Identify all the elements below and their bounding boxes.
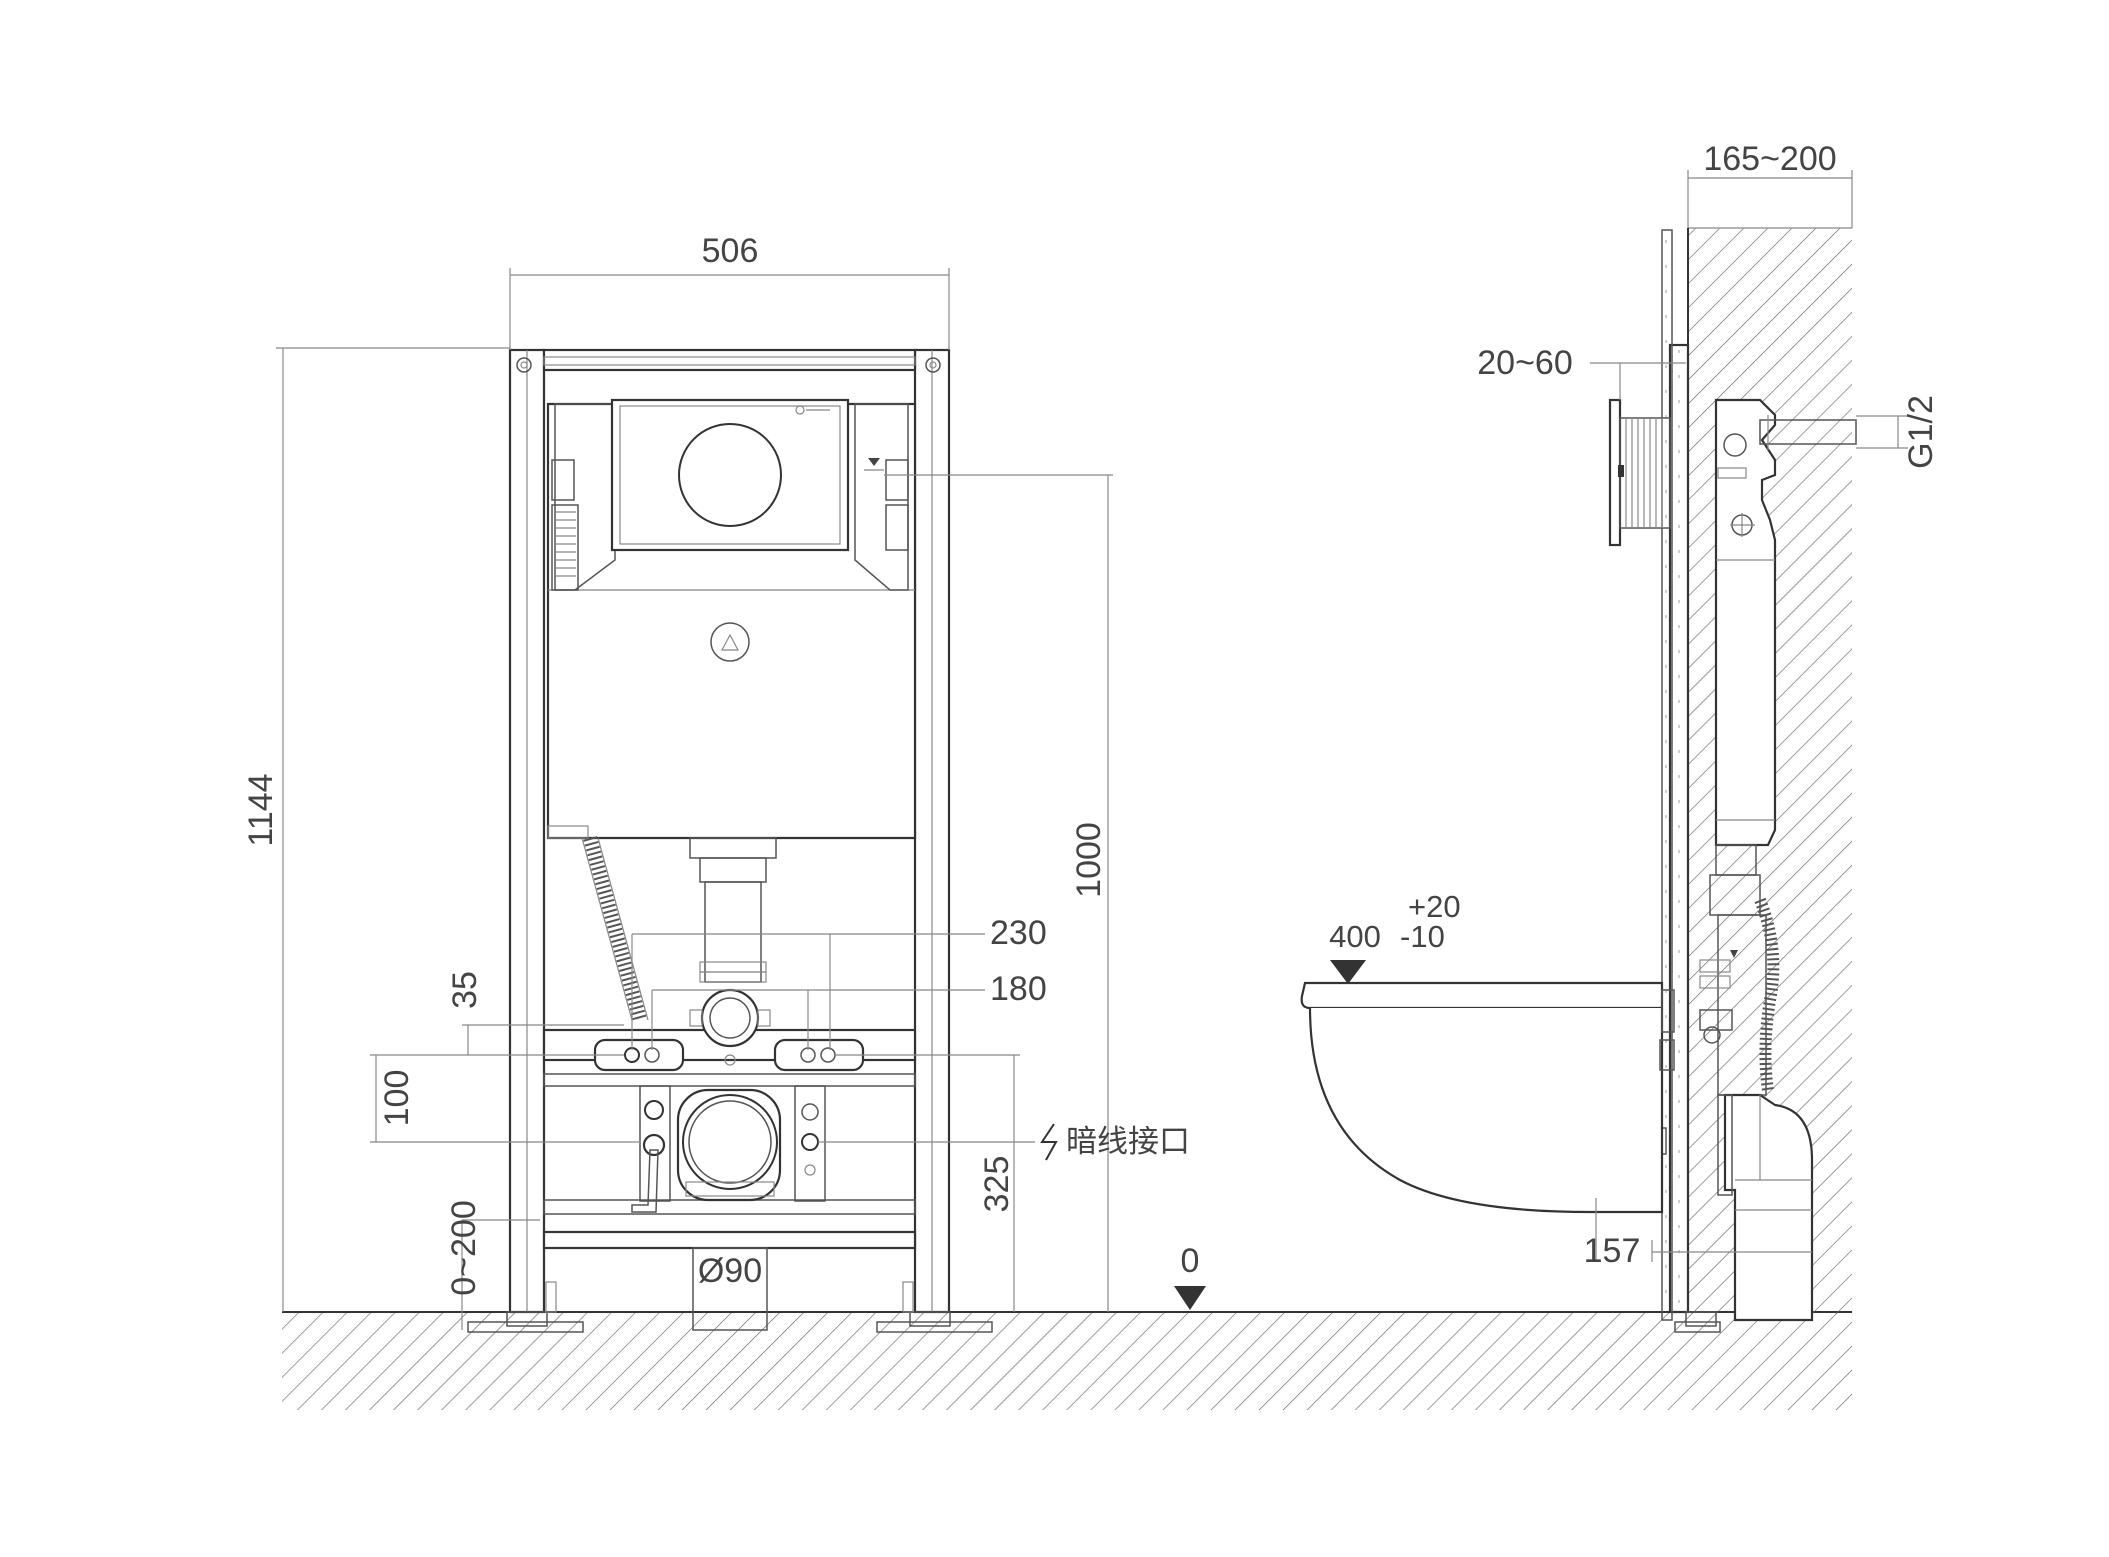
valve-bracket-left	[631, 1085, 671, 1213]
drain-elbow-side	[1717, 1093, 1814, 1322]
flush-plate-opening	[610, 398, 850, 552]
toilet-seat	[1300, 981, 1664, 1010]
flex-hose	[581, 836, 649, 1022]
tol-minus: -10	[1400, 919, 1445, 954]
dim-325: 325	[978, 1156, 1016, 1213]
dim-plate: 20~60	[1477, 344, 1573, 382]
frame-top-rail	[542, 348, 917, 372]
dim-height-total: 1144	[242, 773, 280, 846]
dim-bolt-230: 230	[990, 914, 1047, 952]
valve-bracket-right	[794, 1085, 826, 1202]
dim-100: 100	[378, 1070, 416, 1127]
dim-width: 506	[702, 232, 759, 270]
drain-outlet	[676, 1088, 782, 1202]
dim-flush-height: 1000	[1070, 822, 1108, 898]
side-dimensions: 165~200 20~60 G1/2 400 +20 -10 157	[1329, 140, 1940, 1270]
water-inlet-pipe	[1759, 419, 1857, 445]
seat-level-marker-icon	[1330, 960, 1366, 984]
dim-157: 157	[1584, 1232, 1641, 1270]
tol-plus: +20	[1408, 889, 1461, 924]
cistern	[546, 398, 917, 840]
triangle-marker-icon	[868, 458, 880, 466]
flush-plate-side	[1608, 398, 1671, 547]
recycle-icon	[710, 622, 750, 662]
floor-level-label: 0	[1181, 1242, 1200, 1280]
flush-pipe	[689, 837, 777, 983]
dim-drain: Ø90	[698, 1252, 762, 1290]
front-dimensions: 506 1144 1000 230 180 35 100 325	[242, 232, 1206, 1330]
toilet-bowl	[1300, 981, 1675, 1214]
dim-bolt-180: 180	[990, 970, 1047, 1008]
dim-35: 35	[446, 971, 484, 1009]
front-view	[467, 348, 993, 1333]
dim-wall-depth: 165~200	[1703, 140, 1836, 178]
drain-pipe-stub	[692, 1247, 768, 1331]
floor-level-marker-icon	[1174, 1286, 1206, 1310]
toilet-bowl-body	[1308, 1007, 1664, 1214]
dim-seat-height: 400	[1329, 919, 1381, 954]
side-view	[1300, 229, 1857, 1333]
flush-button	[678, 423, 782, 527]
cistern-side	[1714, 398, 1857, 847]
dim-water-inlet: G1/2	[1902, 395, 1940, 469]
lightning-icon	[1040, 1123, 1058, 1161]
electrical-label: 暗线接口	[1066, 1124, 1190, 1160]
floor	[282, 1311, 1852, 1410]
dim-adjust: 0~200	[445, 1200, 483, 1296]
